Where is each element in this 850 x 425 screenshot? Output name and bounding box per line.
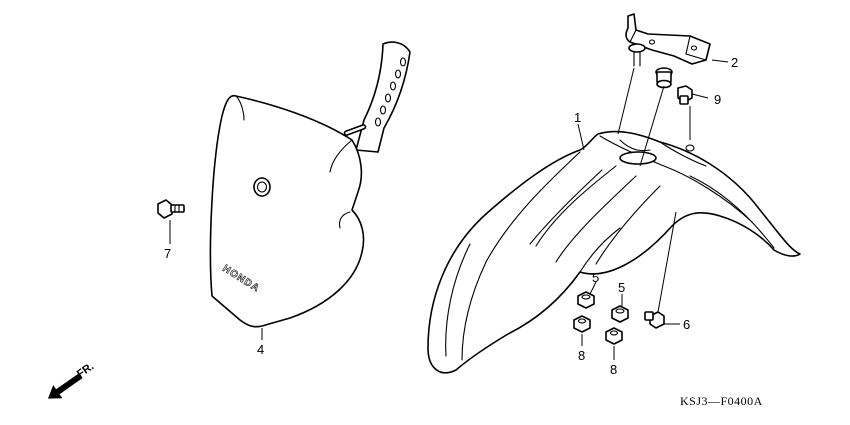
bracket-studs [628, 43, 673, 89]
callout-5-right: 5 [618, 280, 625, 295]
callout-6: 6 [683, 317, 690, 332]
figure-code: KSJ3—F0400A [680, 394, 763, 408]
callout-7: 7 [164, 246, 171, 261]
leader-lines [169, 59, 729, 360]
fender-bracket [625, 13, 711, 65]
callout-9: 9 [714, 92, 721, 107]
callout-1: 1 [574, 110, 581, 125]
bolt-9 [677, 85, 693, 105]
front-fender [427, 130, 801, 374]
front-direction-arrow [47, 373, 83, 399]
bolt-7 [157, 199, 185, 219]
washer-8-right [605, 327, 623, 345]
nut-5-right [611, 305, 629, 323]
nut-5-left [577, 291, 595, 309]
callout-8-left: 8 [578, 348, 585, 363]
washer-8-left [573, 315, 591, 333]
callout-4: 4 [257, 342, 264, 357]
callout-8-right: 8 [610, 362, 617, 377]
bolt-6 [644, 311, 665, 329]
callout-2: 2 [731, 55, 738, 70]
number-plate: HONDA [209, 41, 411, 328]
callout-5-left: 5 [592, 270, 599, 285]
